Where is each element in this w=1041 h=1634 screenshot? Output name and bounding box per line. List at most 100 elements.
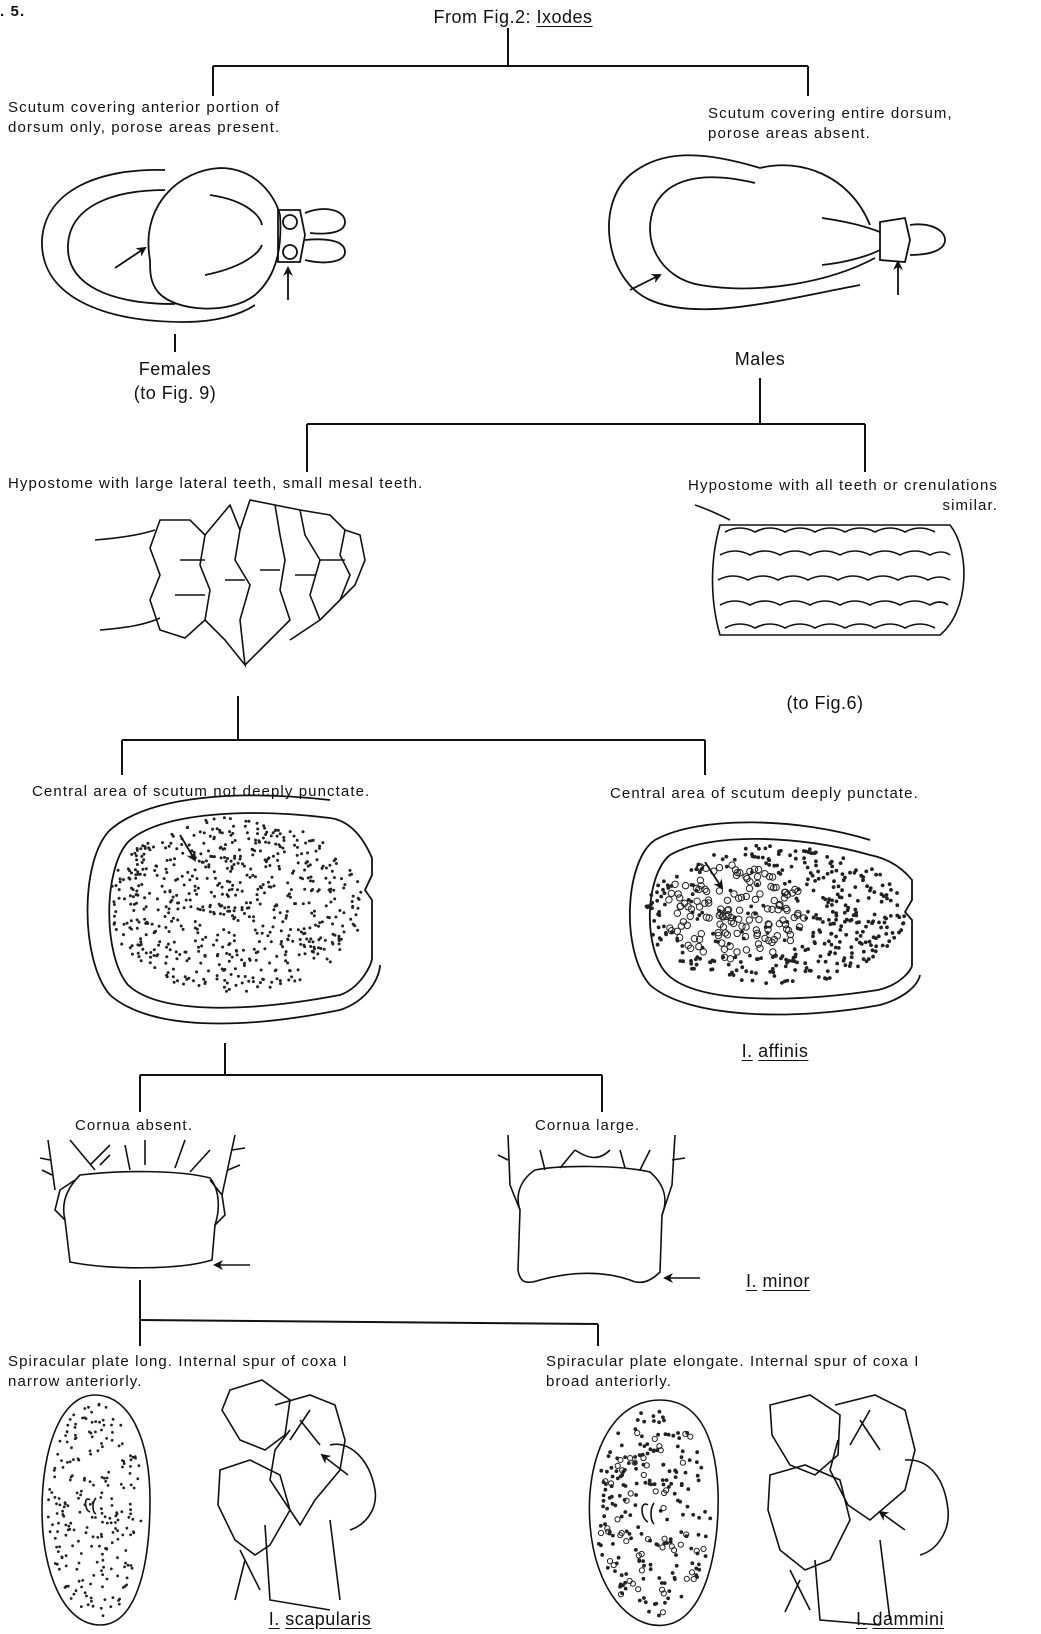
punctation-dot bbox=[267, 841, 270, 844]
punctation-dot bbox=[615, 1470, 618, 1473]
punctation-dot bbox=[624, 1511, 627, 1514]
punctation-dot bbox=[54, 1467, 57, 1470]
punctation-dot bbox=[90, 1411, 93, 1414]
punctation-dot bbox=[126, 1577, 129, 1580]
punctation-dot bbox=[264, 865, 267, 868]
punctation-dot bbox=[621, 1474, 624, 1477]
punctation-dot bbox=[249, 876, 252, 879]
punctation-dot bbox=[713, 854, 716, 857]
punctation-dot bbox=[283, 850, 286, 853]
punctation-dot bbox=[113, 923, 116, 926]
punctation-dot bbox=[661, 1506, 666, 1511]
punctation-dot bbox=[709, 1517, 712, 1520]
punctation-dot bbox=[130, 887, 133, 890]
punctation-dot bbox=[90, 1545, 93, 1548]
punctation-dot bbox=[252, 915, 255, 918]
basis-capituli-cornua-absent-illustration bbox=[40, 1135, 250, 1268]
punctation-dot bbox=[675, 1564, 678, 1567]
punctation-dot bbox=[598, 1530, 603, 1535]
punctation-dot bbox=[839, 862, 842, 865]
couplet5-left-line2: narrow anteriorly. bbox=[8, 1372, 143, 1391]
punctation-dot bbox=[841, 889, 844, 892]
punctation-dot bbox=[96, 1561, 99, 1564]
punctation-dot bbox=[83, 1416, 86, 1419]
punctation-dot bbox=[129, 1533, 132, 1536]
punctation-dot bbox=[324, 877, 327, 880]
punctation-dot bbox=[599, 1524, 602, 1527]
punctation-dot bbox=[101, 1512, 104, 1515]
punctation-dot bbox=[756, 883, 759, 886]
punctation-dot bbox=[325, 867, 328, 870]
species-dammini-genus: I. bbox=[856, 1609, 867, 1629]
punctation-dot bbox=[649, 1568, 652, 1571]
punctation-dot bbox=[855, 869, 858, 872]
punctation-dot bbox=[275, 904, 278, 907]
punctation-dot bbox=[855, 938, 858, 941]
punctation-dot bbox=[139, 873, 142, 876]
punctation-dot bbox=[727, 963, 730, 966]
punctation-dot bbox=[112, 1418, 115, 1421]
punctation-dot bbox=[817, 877, 820, 880]
punctation-dot bbox=[835, 914, 838, 917]
punctation-dot bbox=[213, 895, 216, 898]
punctation-dot bbox=[153, 966, 156, 969]
punctation-dot bbox=[724, 932, 730, 938]
punctation-dot bbox=[891, 932, 894, 935]
punctation-dot bbox=[89, 1480, 92, 1483]
punctation-dot bbox=[623, 1499, 626, 1502]
punctation-dot bbox=[170, 920, 173, 923]
punctation-dot bbox=[788, 880, 791, 883]
punctation-dot bbox=[865, 925, 868, 928]
punctation-dot bbox=[757, 891, 763, 897]
punctation-dot bbox=[104, 1598, 107, 1601]
punctation-dot bbox=[280, 940, 283, 943]
punctation-dot bbox=[757, 945, 763, 951]
punctation-dot bbox=[871, 949, 874, 952]
punctation-dot bbox=[134, 877, 137, 880]
punctation-dot bbox=[114, 1521, 117, 1524]
punctation-dot bbox=[635, 1467, 638, 1470]
punctation-dot bbox=[608, 1497, 611, 1500]
punctation-dot bbox=[634, 1549, 637, 1552]
punctation-dot bbox=[181, 852, 184, 855]
punctation-dot bbox=[182, 928, 185, 931]
punctation-dot bbox=[614, 1504, 617, 1507]
spiracular-plate-long-illustration bbox=[42, 1395, 150, 1625]
punctation-dot bbox=[130, 1458, 133, 1461]
punctation-dot bbox=[134, 873, 137, 876]
punctation-dot bbox=[663, 892, 666, 895]
punctation-dot bbox=[716, 864, 722, 870]
punctation-dot bbox=[164, 915, 167, 918]
punctation-dot bbox=[727, 956, 733, 962]
punctation-dot bbox=[98, 1421, 101, 1424]
punctation-dot bbox=[306, 851, 309, 854]
punctation-dot bbox=[696, 1576, 699, 1579]
punctation-dot bbox=[235, 984, 238, 987]
punctation-dot bbox=[233, 855, 236, 858]
punctation-dot bbox=[888, 940, 891, 943]
punctation-dot bbox=[138, 955, 141, 958]
punctation-dot bbox=[696, 1461, 699, 1464]
punctation-dot bbox=[223, 906, 226, 909]
punctation-dot bbox=[198, 984, 201, 987]
punctation-dot bbox=[734, 930, 740, 936]
punctation-dot bbox=[638, 1599, 641, 1602]
punctation-dot bbox=[129, 1472, 132, 1475]
punctation-dot bbox=[760, 957, 763, 960]
punctation-dot bbox=[271, 876, 274, 879]
punctation-dot bbox=[333, 897, 336, 900]
punctation-dot bbox=[239, 881, 242, 884]
punctation-dot bbox=[61, 1510, 64, 1513]
punctation-dot bbox=[176, 979, 179, 982]
punctation-dot bbox=[835, 935, 838, 938]
punctation-dot bbox=[61, 1556, 64, 1559]
punctation-dot bbox=[117, 1519, 120, 1522]
punctation-dot bbox=[176, 878, 179, 881]
punctation-dot bbox=[211, 828, 214, 831]
punctation-dot bbox=[309, 945, 312, 948]
punctation-dot bbox=[638, 1560, 641, 1563]
punctation-dot bbox=[871, 868, 874, 871]
punctation-dot bbox=[245, 990, 248, 993]
punctation-dot bbox=[312, 951, 315, 954]
punctation-dot bbox=[268, 962, 271, 965]
